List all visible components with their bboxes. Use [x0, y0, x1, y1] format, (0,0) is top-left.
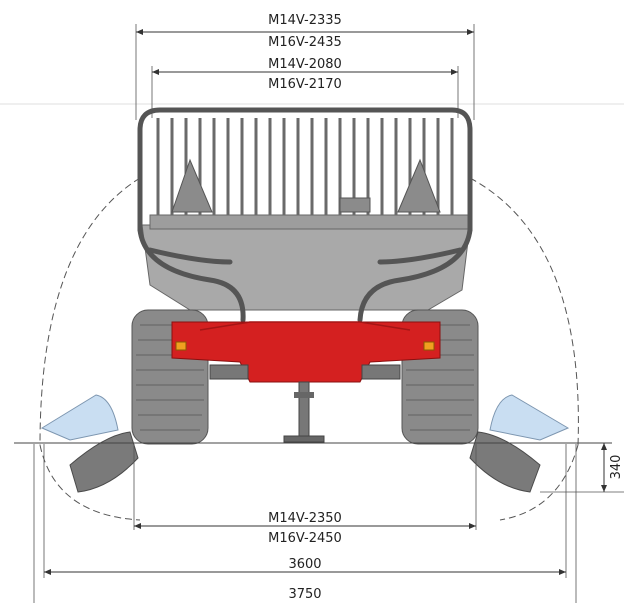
dimension-outer-width: M14V-2335 M16V-2435 [135, 13, 475, 120]
support-width-2-label: 3750 [288, 587, 321, 602]
support-width-1-label: 3600 [288, 557, 321, 572]
stanchion-left [171, 158, 213, 213]
outer-width-m16v-label: M16V-2435 [268, 35, 342, 50]
ground-clearance-label: 340 [609, 455, 624, 480]
dimension-support-width-2: 3750 [33, 444, 577, 603]
track-width-m14v-label: M14V-2350 [268, 511, 342, 526]
stake-body [137, 107, 473, 323]
red-axle-frame [171, 321, 441, 383]
inner-width-m14v-label: M14V-2080 [268, 57, 342, 72]
outer-width-m14v-label: M14V-2335 [268, 13, 342, 28]
dimension-track-width: M14V-2350 M16V-2450 [133, 444, 477, 546]
dimension-inner-width: M14V-2080 M16V-2170 [151, 57, 459, 118]
inner-width-m16v-label: M16V-2170 [268, 77, 342, 92]
right-outrigger [469, 394, 570, 493]
track-width-m16v-label: M16V-2450 [268, 531, 342, 546]
left-outrigger [40, 394, 139, 493]
outrigger-swing-arcs [39, 177, 579, 521]
dimension-support-width-1: 3600 [43, 444, 567, 578]
support-leg [283, 381, 325, 443]
stanchion-right [397, 158, 441, 213]
dimension-ground-clearance: 340 [540, 443, 624, 493]
